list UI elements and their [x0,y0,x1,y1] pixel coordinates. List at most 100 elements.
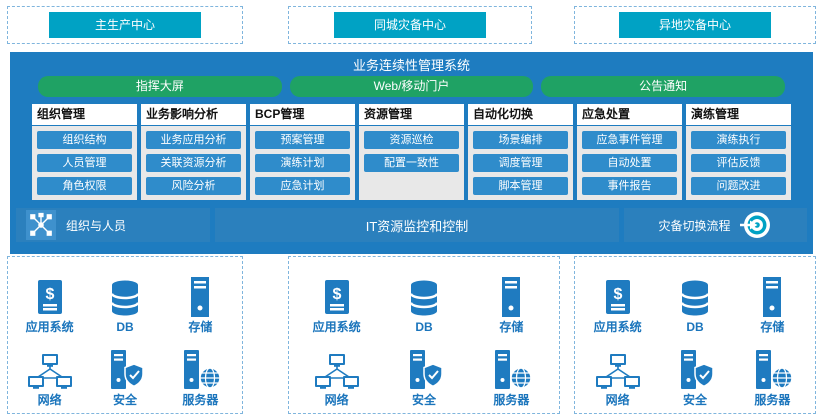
infra-item-storage: 存储 [163,263,238,334]
module-drill: 演练管理 演练执行 评估反馈 问题改进 [686,104,791,200]
svg-text:$: $ [613,286,622,303]
storage-icon [760,274,784,318]
infra-item-network: 网络 [12,336,87,407]
infra-item-db: DB [380,263,467,334]
infra-item-server: 服务器 [163,336,238,407]
portal-announcement[interactable]: 公告通知 [541,76,786,97]
server-icon [490,347,533,391]
main-production-center-button[interactable]: 主生产中心 [49,12,201,38]
infra-label: 安全 [411,393,436,407]
remote-dr-center-button[interactable]: 异地灾备中心 [619,12,771,38]
infra-item-db: DB [656,263,733,334]
network-icon [314,347,360,391]
module-item[interactable]: 业务应用分析 [146,131,241,149]
module-item[interactable]: 风险分析 [146,177,241,195]
module-title: 组织管理 [32,104,137,125]
infra-label: 安全 [682,393,707,407]
database-icon [406,274,442,318]
dr-switch-flow-label: 灾备切换流程 [658,218,731,233]
it-monitor-control-label: IT资源监控和控制 [365,218,469,234]
module-body: 组织结构 人员管理 角色权限 [32,126,137,200]
security-icon [105,347,145,391]
zone-local-dr-center: 同城灾备中心 [288,6,532,44]
module-title: 演练管理 [686,104,791,125]
infra-label: 网络 [605,393,630,407]
infra-item-db: DB [87,263,162,334]
module-item[interactable]: 脚本管理 [473,177,568,195]
system-title: 业务连续性管理系统 [352,58,470,73]
storage-icon [499,274,523,318]
infra-group-main-production: $ 应用系统 DB 存储 网络 安全 服务器 [7,256,243,414]
org-network-icon [26,210,56,240]
module-item[interactable]: 自动处置 [582,154,677,172]
infra-item-network: 网络 [293,336,380,407]
target-arrow-icon [739,208,773,242]
module-body: 资源巡检 配置一致性 [359,126,464,200]
module-item[interactable]: 人员管理 [37,154,132,172]
module-item[interactable]: 资源巡检 [364,131,459,149]
infra-label: 服务器 [493,393,530,407]
security-icon [404,347,444,391]
portal-command-screen[interactable]: 指挥大屏 [38,76,282,97]
module-item[interactable]: 场景编排 [473,131,568,149]
server-icon [179,347,222,391]
infra-item-server: 服务器 [468,336,555,407]
infra-label: 存储 [760,320,785,334]
module-item[interactable]: 演练计划 [255,154,350,172]
module-columns: 组织管理 组织结构 人员管理 角色权限 业务影响分析 业务应用分析 关联资源分析… [32,104,791,200]
module-bcp: BCP管理 预案管理 演练计划 应急计划 [250,104,355,200]
portal-web-mobile[interactable]: Web/移动门户 [289,76,534,97]
module-body: 应急事件管理 自动处置 事件报告 [577,126,682,200]
module-item[interactable]: 问题改进 [691,177,786,195]
infra-group-remote-dr: $ 应用系统 DB 存储 网络 安全 服务器 [574,256,816,414]
module-item[interactable]: 关联资源分析 [146,154,241,172]
org-people-bar[interactable]: 组织与人员 [16,208,210,242]
svg-text:$: $ [45,286,54,303]
infra-item-app-system: $ 应用系统 [293,263,380,334]
infra-label: 服务器 [182,393,219,407]
infra-item-storage: 存储 [468,263,555,334]
module-item[interactable]: 组织结构 [37,131,132,149]
infra-label: 应用系统 [25,320,74,334]
module-title: 自动化切换 [468,104,573,125]
infra-label: 存储 [188,320,213,334]
portal-row: 指挥大屏 Web/移动门户 公告通知 [38,76,786,97]
module-item[interactable]: 预案管理 [255,131,350,149]
zone-remote-dr-center: 异地灾备中心 [574,6,816,44]
app-system-icon: $ [33,274,67,318]
module-organization: 组织管理 组织结构 人员管理 角色权限 [32,104,137,200]
dr-switch-flow-bar[interactable]: 灾备切换流程 [624,208,807,242]
bcm-system-panel: 业务连续性管理系统 指挥大屏 Web/移动门户 公告通知 组织管理 组织结构 人… [10,52,813,254]
it-monitor-control-bar[interactable]: IT资源监控和控制 [215,208,619,242]
infra-label: DB [116,320,134,334]
module-title: 应急处置 [577,104,682,125]
network-icon [595,347,641,391]
app-system-icon: $ [320,274,354,318]
module-item[interactable]: 调度管理 [473,154,568,172]
zone-main-production-center: 主生产中心 [7,6,243,44]
org-people-label: 组织与人员 [66,218,127,233]
infra-label: 安全 [112,393,137,407]
module-body: 业务应用分析 关联资源分析 风险分析 [141,126,246,200]
module-title: 业务影响分析 [141,104,246,125]
infra-label: 应用系统 [593,320,642,334]
module-item[interactable]: 角色权限 [37,177,132,195]
system-footer-bar: 组织与人员 IT资源监控和控制 灾备切换流程 [16,208,807,242]
infra-label: 网络 [37,393,62,407]
module-item[interactable]: 配置一致性 [364,154,459,172]
infra-label: 应用系统 [312,320,361,334]
server-icon [751,347,794,391]
security-icon [675,347,715,391]
local-dr-center-button[interactable]: 同城灾备中心 [334,12,486,38]
module-item[interactable]: 应急计划 [255,177,350,195]
module-item[interactable]: 评估反馈 [691,154,786,172]
module-resource: 资源管理 资源巡检 配置一致性 [359,104,464,200]
module-item[interactable]: 事件报告 [582,177,677,195]
infra-item-app-system: $ 应用系统 [579,263,656,334]
module-emergency: 应急处置 应急事件管理 自动处置 事件报告 [577,104,682,200]
module-item[interactable]: 应急事件管理 [582,131,677,149]
storage-icon [188,274,212,318]
module-item[interactable]: 演练执行 [691,131,786,149]
module-body: 预案管理 演练计划 应急计划 [250,126,355,200]
